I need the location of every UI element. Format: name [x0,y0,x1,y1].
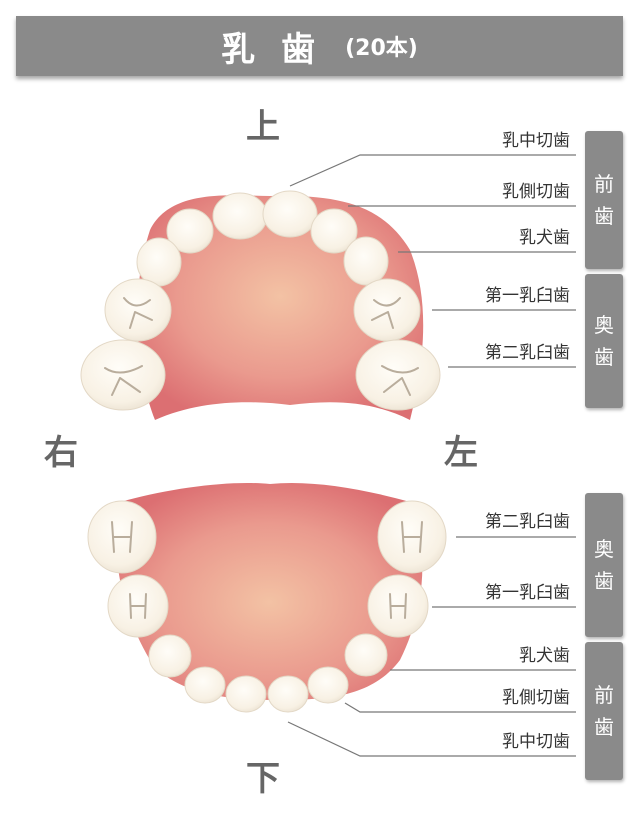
upper-label-second-molar: 第二乳臼歯 [485,343,570,363]
lower-label-canine: 乳犬歯 [519,646,570,666]
upper-central-incisor-right [212,192,268,240]
upper-molar-grooves [104,297,419,396]
lower-molar-grooves [111,521,423,619]
direction-down: 下 [246,759,280,799]
upper-canine-left [343,236,389,286]
upper-lateral-incisor-left [310,208,358,254]
upper-label-canine: 乳犬歯 [519,228,570,248]
upper-second-molar-left [355,339,441,411]
lower-group-back-char-1: 奥 [594,537,614,561]
direction-right: 右 [44,433,78,473]
title-bar: 乳歯 (20本) [16,16,623,76]
lower-label-first-molar: 第一乳臼歯 [485,583,570,603]
lower-leader-lines [287,536,576,757]
upper-canine-right [136,237,182,287]
lower-label-lateral-incisor: 乳側切歯 [502,688,570,708]
upper-group-front-teeth: 前 歯 [585,131,623,269]
lower-group-back-teeth: 奥 歯 [585,493,623,637]
lower-central-incisor-right [225,675,267,713]
lower-group-front-char-1: 前 [594,683,614,707]
upper-second-molar-right [80,339,166,411]
lower-lateral-incisor-left [307,666,349,704]
lower-group-front-char-2: 歯 [594,715,614,739]
lower-canine-left [344,633,388,677]
upper-label-first-molar: 第一乳臼歯 [485,286,570,306]
upper-label-central-incisor: 乳中切歯 [502,131,570,151]
upper-group-back-char-2: 歯 [594,345,614,369]
lower-central-incisor-left [267,675,309,713]
title-count: (20本) [345,36,418,61]
lower-canine-right [148,634,192,678]
upper-group-front-char-1: 前 [594,172,614,196]
lower-lateral-incisor-right [184,666,226,704]
upper-central-incisor-left [262,190,318,238]
lower-label-second-molar: 第二乳臼歯 [485,512,570,532]
direction-left: 左 [444,433,478,473]
upper-label-lateral-incisor: 乳側切歯 [502,182,570,202]
upper-leader-lines [289,154,576,368]
lower-gum [116,482,423,700]
upper-teeth [80,190,441,411]
upper-group-back-teeth: 奥 歯 [585,274,623,408]
upper-first-molar-left [353,278,421,342]
upper-lateral-incisor-right [166,208,214,254]
direction-up: 上 [246,107,280,147]
lower-group-back-char-2: 歯 [594,569,614,593]
upper-group-front-char-2: 歯 [594,204,614,228]
upper-first-molar-right [104,278,172,342]
upper-group-back-char-1: 奥 [594,313,614,337]
title-main: 乳歯 [221,29,342,70]
lower-group-front-teeth: 前 歯 [585,642,623,780]
lower-label-central-incisor: 乳中切歯 [502,732,570,752]
